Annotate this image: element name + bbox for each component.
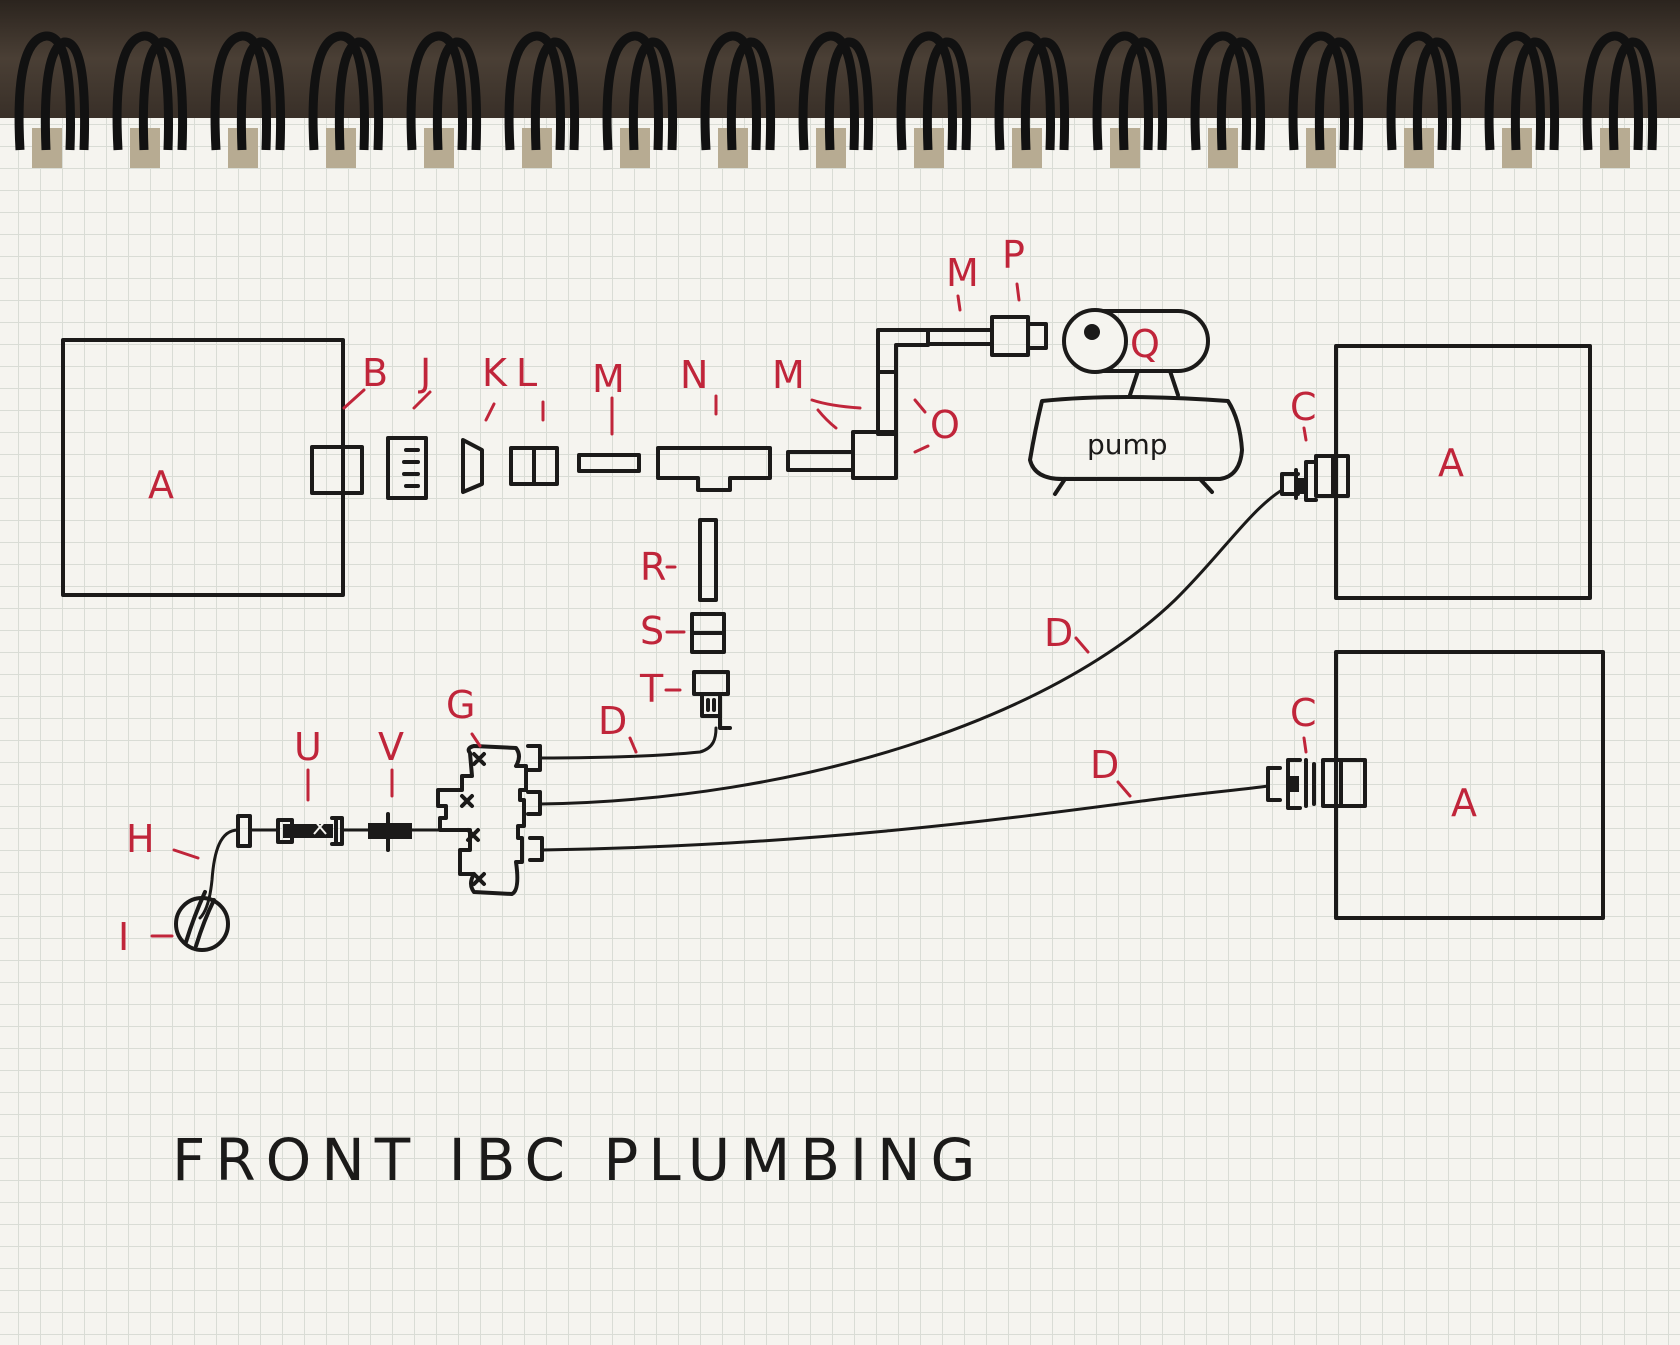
tank-right-bottom-label: A [1451, 781, 1477, 825]
label-N: N [680, 353, 708, 397]
hose-end-H [198, 814, 252, 920]
adapter-J [386, 436, 428, 500]
binding-coil [210, 31, 286, 151]
hose-reel-I [174, 890, 230, 952]
binding-coil [1288, 31, 1364, 151]
label-D-top-hose: D [1044, 611, 1073, 655]
callouts: B J K L M N M O M P Q C C D D D G U V H … [118, 233, 1317, 959]
tank-valve-C-top [1280, 454, 1350, 502]
tank-valve-C-bottom [1266, 758, 1367, 810]
pump-base: pump [1028, 395, 1244, 496]
label-G: G [446, 683, 475, 727]
valve-U [276, 816, 344, 846]
tank-right-bottom: A [1334, 650, 1605, 920]
coupler-L [509, 446, 559, 486]
label-C-bottom: C [1290, 691, 1317, 735]
binding-coil [1582, 31, 1658, 151]
label-M-top: M [946, 251, 979, 295]
binding-coil [1190, 31, 1266, 151]
label-V: V [378, 725, 404, 769]
spiral-binding [14, 31, 1658, 168]
hose-D-to-top-tank [538, 488, 1284, 806]
valve-T [692, 670, 732, 730]
label-D-bottom-hose: D [1090, 743, 1119, 787]
hose-D-to-T [538, 726, 718, 760]
binding-coil [112, 31, 188, 151]
valve-outlet-B [310, 445, 364, 495]
binding-coil [798, 31, 874, 151]
elbow-O-upper [876, 328, 930, 376]
label-M-left: M [592, 357, 625, 401]
binding-coil [602, 31, 678, 151]
binding-coil [994, 31, 1070, 151]
pipe-M-top [926, 328, 994, 346]
binding-coil [406, 31, 482, 151]
hose-D-to-bottom-tank [540, 784, 1270, 852]
binding-coil [1484, 31, 1560, 151]
pipe-R [698, 518, 718, 602]
label-J: J [418, 351, 431, 395]
reducer-K [461, 438, 484, 494]
binding-coil [14, 31, 90, 151]
tank-left: A [61, 338, 345, 597]
label-L: L [516, 351, 537, 395]
pipe-M-left [577, 453, 641, 473]
label-O: O [930, 403, 960, 447]
tank-right-top-label: A [1438, 441, 1464, 485]
tank-left-label: A [148, 463, 174, 507]
label-T: T [639, 667, 664, 711]
binding-coil [896, 31, 972, 151]
fitting-P [990, 315, 1048, 357]
label-C-top: C [1290, 385, 1317, 429]
label-I: I [118, 915, 129, 959]
manifold-G [436, 744, 544, 896]
label-R: R [640, 545, 666, 589]
label-B: B [362, 351, 388, 395]
grid-paper-sheet [0, 118, 1680, 1345]
label-U: U [294, 725, 322, 769]
tee-N [656, 446, 772, 492]
pump-label: pump [1087, 428, 1168, 461]
binding-coil [1386, 31, 1462, 151]
valve-V [368, 812, 412, 852]
label-P: P [1002, 233, 1025, 277]
elbow-O-lower [851, 430, 898, 480]
label-Q: Q [1130, 322, 1160, 366]
coupler-S [690, 612, 726, 654]
binding-coil [1092, 31, 1168, 151]
label-H: H [126, 817, 155, 861]
tank-right-top: A [1334, 344, 1592, 600]
riser-pipe [876, 370, 898, 436]
label-S: S [640, 609, 664, 653]
label-D-t-hose: D [598, 699, 627, 743]
label-M-right: M [772, 353, 805, 397]
diagram-title: FRONT IBC PLUMBING [172, 1126, 986, 1194]
pipe-M-right [786, 450, 855, 472]
pump-motor-Q [1062, 308, 1210, 397]
binding-coil [308, 31, 384, 151]
binding-coil [504, 31, 580, 151]
binding-coil [700, 31, 776, 151]
label-K: K [482, 351, 508, 395]
